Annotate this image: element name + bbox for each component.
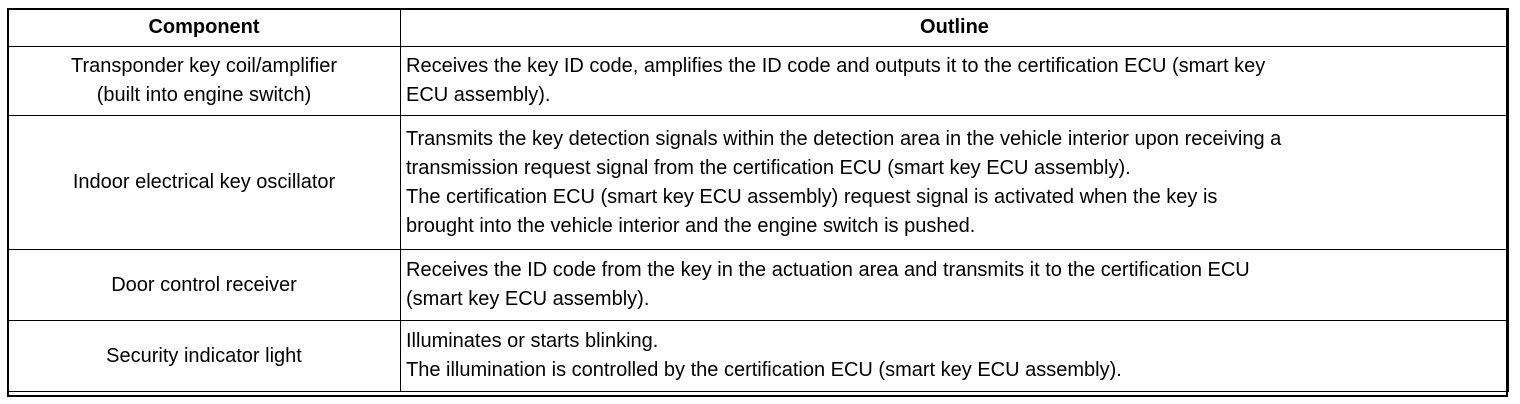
outline-text: The illumination is controlled by the ce… xyxy=(406,359,1122,381)
component-outline-table: Component Outline Transponder key coil/a… xyxy=(7,8,1509,392)
header-row: Component Outline xyxy=(7,8,1509,47)
table-row: Transponder key coil/amplifier (built in… xyxy=(7,46,1509,116)
outline-text: ECU assembly). xyxy=(406,84,551,106)
component-cell: Security indicator light xyxy=(7,320,401,392)
outline-text: brought into the vehicle interior and th… xyxy=(406,214,976,237)
outline-text: Transmits the key detection signals with… xyxy=(406,127,1282,150)
outline-text: (smart key ECU assembly). xyxy=(406,288,650,310)
outline-text: Receives the key ID code, amplifies the … xyxy=(406,55,1266,77)
component-text: Door control receiver xyxy=(111,273,297,296)
component-cell: Door control receiver xyxy=(7,249,401,321)
outline-cell: Receives the ID code from the key in the… xyxy=(400,249,1509,321)
component-text: Transponder key coil/amplifier xyxy=(70,55,338,77)
header-component: Component xyxy=(7,8,401,47)
outline-text: Illuminates or starts blinking. xyxy=(406,330,659,352)
component-text: Indoor electrical key oscillator xyxy=(72,171,336,193)
outline-cell: Transmits the key detection signals with… xyxy=(400,115,1509,250)
outline-cell: Illuminates or starts blinking. The illu… xyxy=(400,320,1509,392)
table-row: Security indicator light Illuminates or … xyxy=(7,320,1509,392)
component-cell: Transponder key coil/amplifier (built in… xyxy=(7,46,401,116)
component-cell: Indoor electrical key oscillator xyxy=(7,115,401,250)
outline-cell: Receives the key ID code, amplifies the … xyxy=(400,46,1509,116)
outline-text: transmission request signal from the cer… xyxy=(406,156,1131,179)
outline-text: Receives the ID code from the key in the… xyxy=(406,259,1250,281)
component-text: (built into engine switch) xyxy=(96,84,312,106)
header-outline: Outline xyxy=(400,8,1509,47)
table-row: Indoor electrical key oscillator Transmi… xyxy=(7,115,1509,250)
component-text: Security indicator light xyxy=(106,344,302,367)
table-row: Door control receiver Receives the ID co… xyxy=(7,249,1509,321)
outline-text: The certification ECU (smart key ECU ass… xyxy=(406,185,1218,208)
